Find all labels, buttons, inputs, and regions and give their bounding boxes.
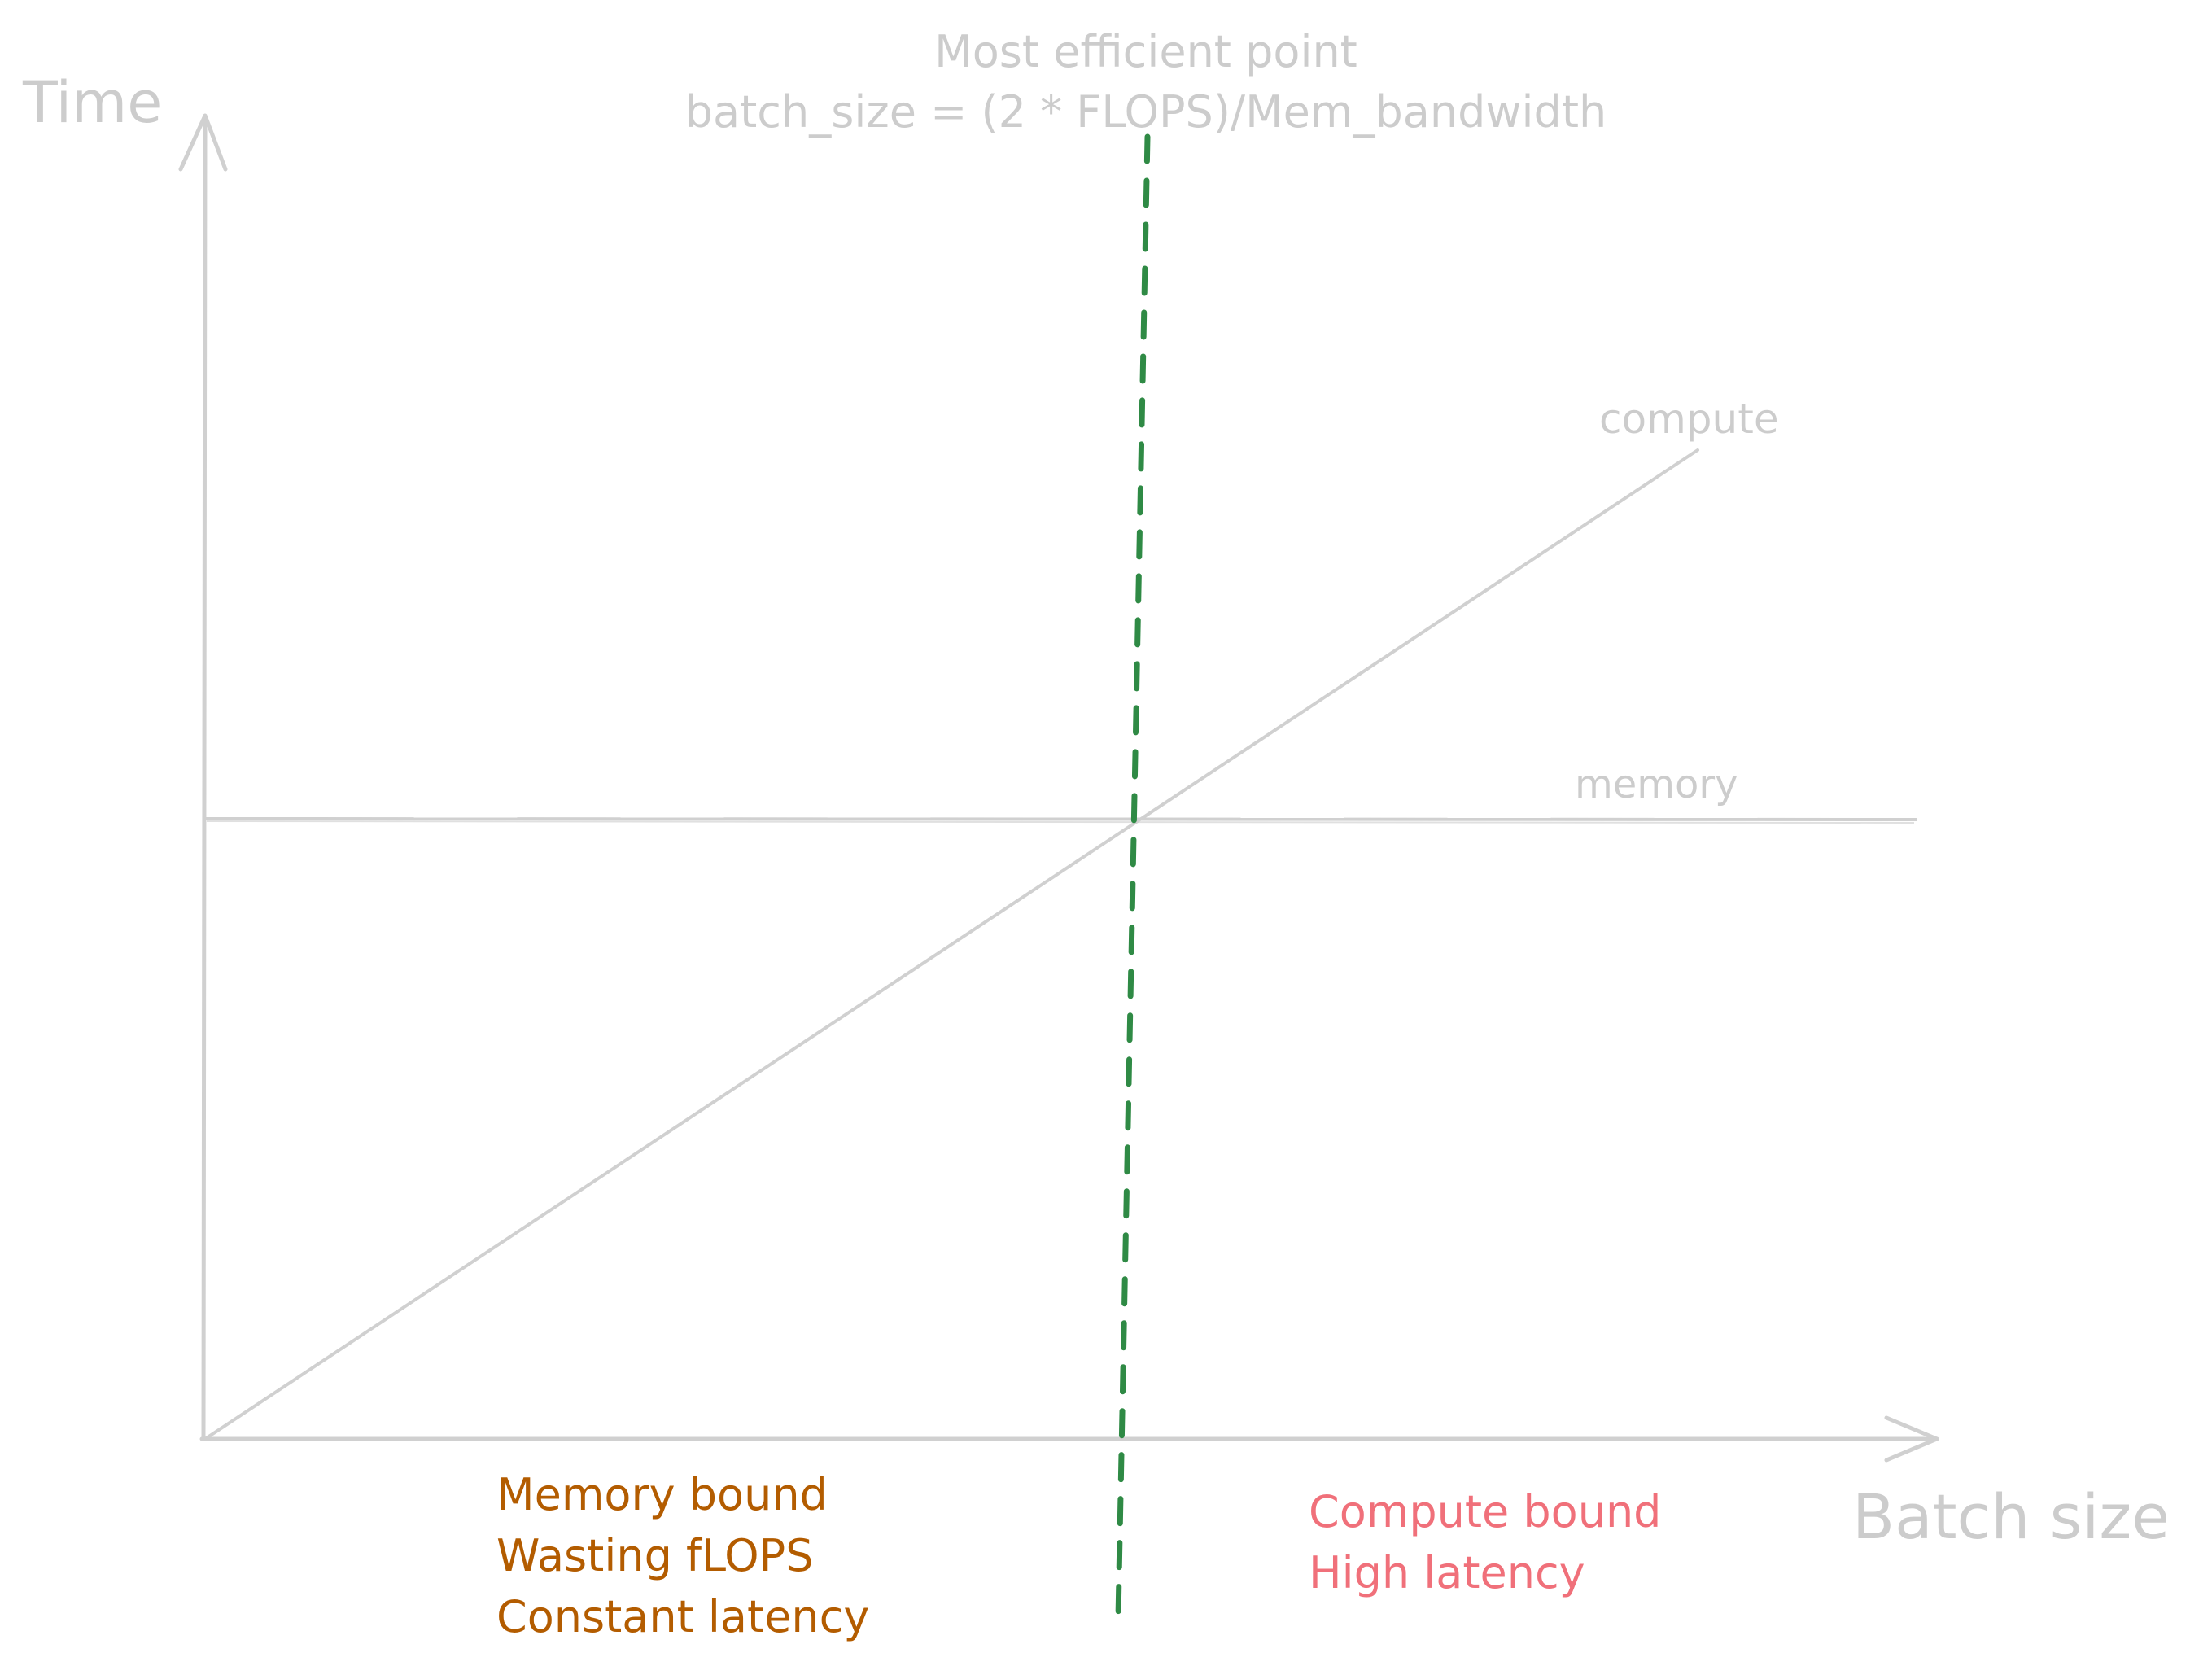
efficient-point-line — [1115, 133, 1151, 1621]
y-axis-label: Time — [22, 69, 162, 136]
compute-line — [203, 448, 1699, 1441]
x-axis-label: Batch size — [1852, 1480, 2170, 1553]
y-axis — [201, 116, 208, 1441]
efficient-point-formula: batch_size = (2 * FLOPS)/Mem_bandwidth — [685, 86, 1607, 138]
compute-bound-label: Compute bound — [1309, 1486, 1661, 1537]
memory-line — [204, 817, 1918, 821]
memory-line-sketch — [206, 820, 1915, 824]
y-axis-arrowhead — [178, 113, 228, 172]
efficient-point-title: Most efficient point — [934, 26, 1357, 77]
memory-bound-label: Memory bound — [496, 1469, 828, 1520]
memory-label: memory — [1575, 762, 1738, 807]
wasting-flops-label: Wasting fLOPS — [496, 1530, 814, 1581]
compute-label: compute — [1599, 396, 1779, 443]
high-latency-label: High latency — [1309, 1547, 1585, 1598]
constant-latency-label: Constant latency — [496, 1591, 869, 1642]
x-axis-arrowhead — [1884, 1415, 1939, 1463]
